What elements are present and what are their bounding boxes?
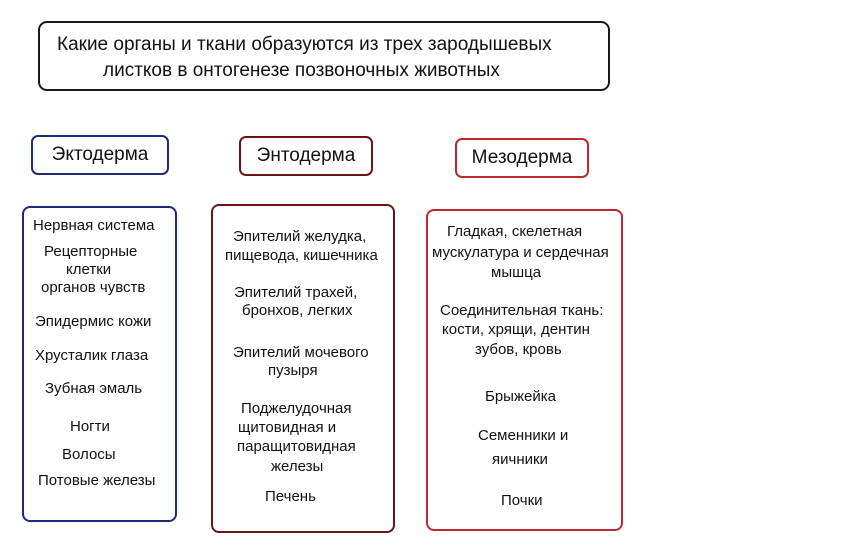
entoderm-header: Энтодерма	[239, 136, 373, 176]
ectoderm-item: Эпидермис кожи	[35, 313, 152, 330]
mesoderm-header-label: Мезодерма	[471, 147, 573, 168]
title-line-1: Какие органы и ткани образуются из трех …	[57, 34, 552, 55]
mesoderm-item: мускулатура и сердечная	[432, 244, 609, 261]
ectoderm-header-label: Эктодерма	[51, 144, 149, 165]
entoderm-item: пищевода, кишечника	[225, 247, 378, 264]
ectoderm-header: Эктодерма	[31, 135, 169, 175]
title-line-2: листков в онтогенезе позвоночных животны…	[103, 60, 500, 81]
mesoderm-item: Гладкая, скелетная	[447, 223, 583, 240]
entoderm-item: паращитовидная	[237, 438, 356, 455]
mesoderm-item: Брыжейка	[485, 388, 556, 405]
mesoderm-item: Почки	[501, 492, 543, 509]
ectoderm-item: Хрусталик глаза	[35, 347, 149, 364]
entoderm-item: Эпителий желудка,	[233, 228, 367, 245]
entoderm-item: Эпителий мочевого	[233, 344, 369, 361]
entoderm-item: пузыря	[268, 362, 318, 379]
ectoderm-item: Рецепторные	[44, 243, 138, 260]
ectoderm-item: Ногти	[70, 418, 110, 435]
mesoderm-column: Гладкая, скелетная мускулатура и сердечн…	[426, 209, 623, 531]
ectoderm-column: Нервная система Рецепторные клетки орган…	[22, 206, 177, 522]
entoderm-item: железы	[271, 458, 324, 475]
mesoderm-item: Семенники и	[478, 427, 569, 444]
entoderm-item: щитовидная и	[238, 419, 337, 436]
mesoderm-item: яичники	[492, 451, 548, 468]
entoderm-item: Печень	[265, 488, 316, 505]
entoderm-header-label: Энтодерма	[256, 145, 356, 166]
title-box: Какие органы и ткани образуются из трех …	[38, 21, 610, 91]
ectoderm-item: органов чувств	[41, 279, 146, 296]
entoderm-column: Эпителий желудка, пищевода, кишечника Эп…	[211, 204, 395, 533]
entoderm-item: Поджелудочная	[241, 400, 352, 417]
mesoderm-item: зубов, кровь	[475, 341, 562, 358]
entoderm-item: бронхов, легких	[242, 302, 353, 319]
ectoderm-item: Волосы	[62, 446, 116, 463]
ectoderm-item: Нервная система	[33, 217, 155, 234]
mesoderm-item: Соединительная ткань:	[440, 302, 604, 319]
entoderm-item: Эпителий трахей,	[234, 284, 358, 301]
mesoderm-item: мышца	[491, 264, 542, 281]
ectoderm-item: клетки	[66, 261, 112, 278]
ectoderm-item: Зубная эмаль	[45, 380, 143, 397]
mesoderm-header: Мезодерма	[455, 138, 589, 178]
ectoderm-item: Потовые железы	[38, 472, 156, 489]
mesoderm-item: кости, хрящи, дентин	[442, 321, 590, 338]
